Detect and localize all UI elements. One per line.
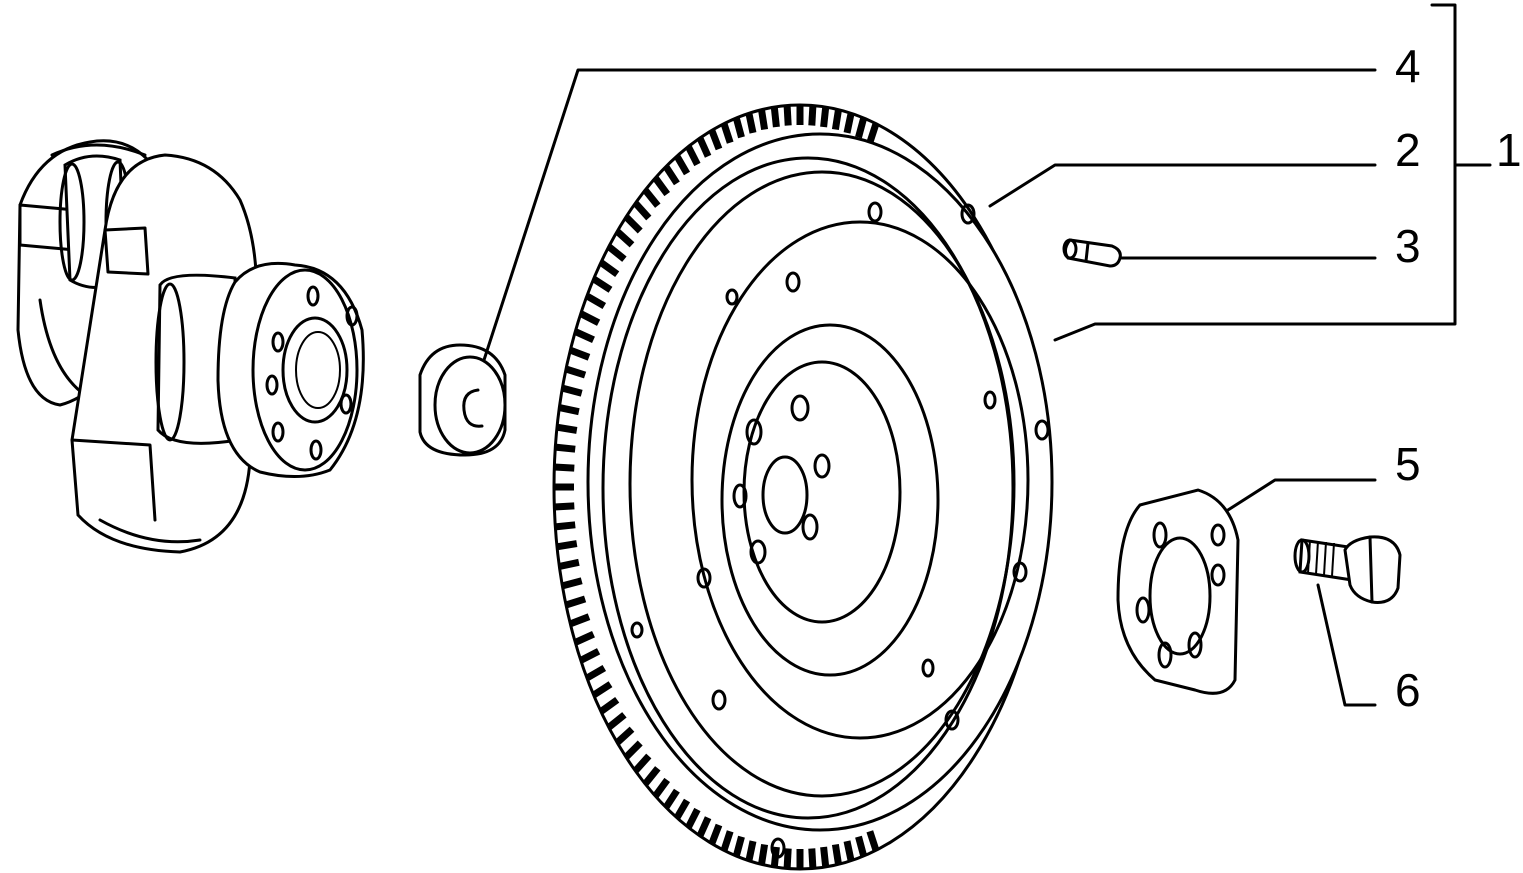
gear-tooth xyxy=(606,243,627,262)
gear-tooth xyxy=(632,753,652,774)
gear-tooth xyxy=(663,788,680,810)
gear-tooth xyxy=(855,117,868,139)
crankshaft-end xyxy=(16,139,365,554)
gear-tooth xyxy=(685,807,701,829)
gear-tooth xyxy=(556,540,578,551)
gear-tooth xyxy=(564,365,587,379)
gear-tooth xyxy=(554,502,575,511)
gear-tooth xyxy=(569,346,591,361)
gear-tooth xyxy=(808,848,817,869)
gear-tooth xyxy=(783,105,792,126)
gear-tooth xyxy=(820,846,830,868)
gear-tooth xyxy=(866,122,880,144)
gear-tooth xyxy=(808,105,817,126)
leader-lines xyxy=(482,3,1492,707)
gear-tooth xyxy=(663,164,680,186)
gear-tooth xyxy=(591,275,613,293)
gear-tooth xyxy=(623,740,643,760)
gear-tooth xyxy=(745,112,757,134)
gear-tooth xyxy=(855,835,868,857)
gear-tooth xyxy=(720,122,734,144)
retaining-plate xyxy=(1116,488,1240,695)
gear-tooth xyxy=(614,726,635,746)
ring-gear-teeth xyxy=(554,105,880,869)
gear-tooth xyxy=(606,712,627,731)
gear-tooth xyxy=(696,816,712,838)
gear-tooth xyxy=(569,613,591,628)
gear-tooth xyxy=(673,154,691,176)
gear-tooth xyxy=(652,777,671,799)
gear-tooth xyxy=(866,830,880,852)
gear-tooth xyxy=(573,328,595,343)
callout-5: 5 xyxy=(1395,438,1421,490)
gear-tooth xyxy=(561,384,583,397)
gear-tooth xyxy=(831,109,842,131)
gear-tooth xyxy=(579,648,601,664)
gear-tooth xyxy=(642,187,661,208)
gear-tooth xyxy=(745,840,757,862)
flywheel-bolt xyxy=(1293,535,1402,604)
gear-tooth xyxy=(585,664,607,682)
gear-tooth xyxy=(579,310,601,326)
gear-tooth xyxy=(585,292,607,310)
gear-tooth xyxy=(554,443,576,453)
gear-tooth xyxy=(558,404,580,416)
gear-tooth xyxy=(632,200,652,221)
gear-tooth xyxy=(758,109,769,131)
gear-tooth xyxy=(758,843,769,865)
gear-tooth xyxy=(554,521,576,531)
gear-tooth xyxy=(642,766,661,787)
gear-tooth xyxy=(561,577,583,590)
flywheel-with-ring-gear xyxy=(552,103,1054,871)
pilot-bushing xyxy=(418,343,507,457)
gear-tooth xyxy=(623,214,643,234)
gear-tooth xyxy=(598,259,620,278)
gear-tooth xyxy=(673,798,691,820)
gear-tooth xyxy=(696,136,712,158)
gear-tooth xyxy=(652,175,671,197)
gear-tooth xyxy=(831,843,842,865)
gear-tooth xyxy=(732,835,745,857)
gear-tooth xyxy=(591,681,613,699)
gear-tooth xyxy=(820,106,830,128)
gear-tooth xyxy=(558,558,580,570)
gear-tooth xyxy=(708,129,723,151)
callout-2: 2 xyxy=(1395,124,1421,176)
gear-tooth xyxy=(554,463,575,472)
callout-4: 4 xyxy=(1395,40,1421,92)
gear-tooth xyxy=(685,145,701,167)
gear-tooth xyxy=(720,830,734,852)
callout-6: 6 xyxy=(1395,664,1421,716)
gear-tooth xyxy=(843,840,855,862)
gear-tooth xyxy=(564,595,587,609)
gear-tooth xyxy=(573,631,595,646)
gear-tooth xyxy=(598,696,620,715)
callout-1: 1 xyxy=(1496,124,1522,176)
gear-tooth xyxy=(708,823,723,845)
gear-tooth xyxy=(732,117,745,139)
gear-tooth xyxy=(614,228,635,248)
gear-tooth xyxy=(770,106,780,128)
gear-tooth xyxy=(843,112,855,134)
gear-tooth xyxy=(556,423,578,434)
gear-tooth xyxy=(783,848,792,869)
dowel-pin xyxy=(1062,238,1122,268)
callout-3: 3 xyxy=(1395,220,1421,272)
